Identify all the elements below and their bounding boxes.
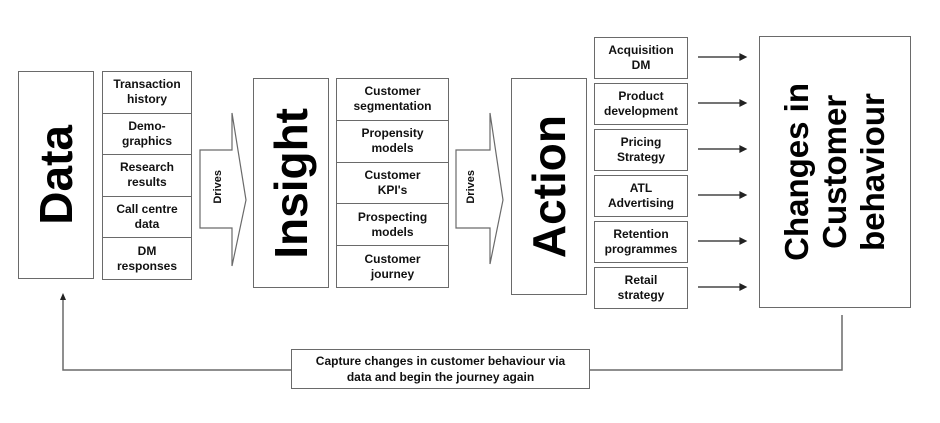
insight-stage-title: Insight xyxy=(265,107,317,259)
insight-stage-box: Insight xyxy=(253,78,329,288)
action-item: Product development xyxy=(594,83,688,125)
drives-label-2: Drives xyxy=(465,170,477,204)
action-item: Retail strategy xyxy=(594,267,688,309)
feedback-loop-arrowhead xyxy=(60,293,66,300)
drives-label-1: Drives xyxy=(212,170,224,204)
outcome-line: Customer xyxy=(816,94,853,250)
data-stage-box: Data xyxy=(18,71,94,279)
outcome-line: Changes in xyxy=(778,83,815,261)
outcome-stage-title: Changes in Customer behaviour xyxy=(778,83,892,261)
action-item: Pricing Strategy xyxy=(594,129,688,171)
insight-item: Propensity models xyxy=(337,119,448,162)
insight-item: Prospecting models xyxy=(337,203,448,245)
drives-arrow-2 xyxy=(455,112,504,265)
data-source-item: Call centre data xyxy=(103,195,191,238)
data-source-item: Research results xyxy=(103,154,191,196)
action-item: ATL Advertising xyxy=(594,175,688,217)
data-source-item: Transaction history xyxy=(113,77,181,107)
data-sources-list: Transaction history Demo- graphics Resea… xyxy=(102,71,192,280)
action-item: Acquisition DM xyxy=(594,37,688,79)
outcome-stage-box: Changes in Customer behaviour xyxy=(759,36,911,308)
data-source-item: DM responses xyxy=(103,237,191,279)
action-to-outcome-arrows xyxy=(698,53,748,291)
action-stage-box: Action xyxy=(511,78,587,295)
feedback-loop-label: Capture changes in customer behaviour vi… xyxy=(291,349,590,389)
insight-item: Customer KPI's xyxy=(337,161,448,204)
insight-item: Customer segmentation xyxy=(353,84,432,114)
data-source-item: Demo- graphics xyxy=(103,112,191,155)
feedback-loop-return-line xyxy=(62,300,291,371)
feedback-loop-line xyxy=(590,315,843,371)
data-stage-title: Data xyxy=(30,125,82,225)
outcome-line: behaviour xyxy=(854,93,891,251)
action-stage-title: Action xyxy=(523,114,575,259)
insight-items-list: Customer segmentation Propensity models … xyxy=(336,78,449,288)
insight-item: Customer journey xyxy=(337,245,448,287)
action-item: Retention programmes xyxy=(594,221,688,263)
